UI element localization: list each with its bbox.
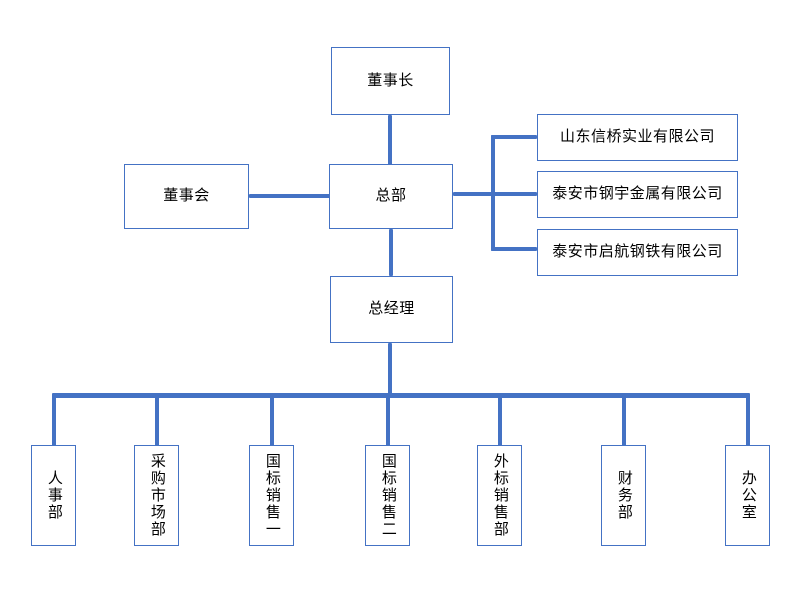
connector-board-to-hq — [249, 194, 330, 198]
node-dept-label: 外标销售部 — [491, 453, 509, 538]
connector-drop-dept6 — [622, 395, 626, 446]
connector-hq-to-gm — [389, 229, 393, 276]
node-company-taian-gangyu[interactable]: 泰安市钢宇金属有限公司 — [537, 171, 738, 218]
connector-drop-dept7 — [746, 395, 750, 446]
node-board-label: 董事会 — [163, 187, 210, 205]
node-chairman[interactable]: 董事长 — [331, 47, 450, 115]
node-dept-procurement-market[interactable]: 采购市场部 — [134, 445, 179, 546]
connector-drop-dept4 — [386, 395, 390, 446]
connector-hq-to-company2 — [453, 192, 537, 196]
node-dept-label: 采购市场部 — [148, 453, 166, 538]
node-company-taian-qihang[interactable]: 泰安市启航钢铁有限公司 — [537, 229, 738, 276]
node-headquarters-label: 总部 — [375, 187, 407, 205]
node-chairman-label: 董事长 — [367, 71, 414, 89]
node-dept-hr[interactable]: 人事部 — [31, 445, 76, 546]
connector-spine-to-company3 — [491, 247, 537, 251]
node-dept-label: 财务部 — [615, 470, 633, 521]
connector-drop-dept1 — [52, 395, 56, 446]
node-dept-label: 人事部 — [45, 470, 63, 521]
node-dept-national-sales-1[interactable]: 国标销售一 — [249, 445, 294, 546]
node-general-manager[interactable]: 总经理 — [330, 276, 453, 343]
node-dept-external-sales[interactable]: 外标销售部 — [477, 445, 522, 546]
node-dept-finance[interactable]: 财务部 — [601, 445, 646, 546]
node-company-label: 山东信桥实业有限公司 — [559, 128, 715, 146]
connector-drop-dept3 — [270, 395, 274, 446]
node-company-shandong-xinqiao[interactable]: 山东信桥实业有限公司 — [537, 114, 738, 161]
node-dept-national-sales-2[interactable]: 国标销售二 — [365, 445, 410, 546]
connector-company-spine — [491, 135, 495, 251]
node-general-manager-label: 总经理 — [368, 300, 415, 318]
node-board[interactable]: 董事会 — [124, 164, 249, 229]
connector-spine-to-company1 — [491, 135, 537, 139]
node-dept-label: 国标销售二 — [379, 453, 397, 538]
connector-drop-dept5 — [498, 395, 502, 446]
node-dept-label: 办公室 — [739, 470, 757, 521]
connector-gm-to-bus — [388, 343, 392, 397]
node-dept-label: 国标销售一 — [263, 453, 281, 538]
node-dept-office[interactable]: 办公室 — [725, 445, 770, 546]
connector-drop-dept2 — [155, 395, 159, 446]
connector-chairman-to-hq — [388, 115, 392, 165]
connector-department-bus — [52, 393, 750, 398]
node-company-label: 泰安市钢宇金属有限公司 — [552, 185, 723, 203]
node-company-label: 泰安市启航钢铁有限公司 — [552, 243, 723, 261]
node-headquarters[interactable]: 总部 — [329, 164, 453, 229]
